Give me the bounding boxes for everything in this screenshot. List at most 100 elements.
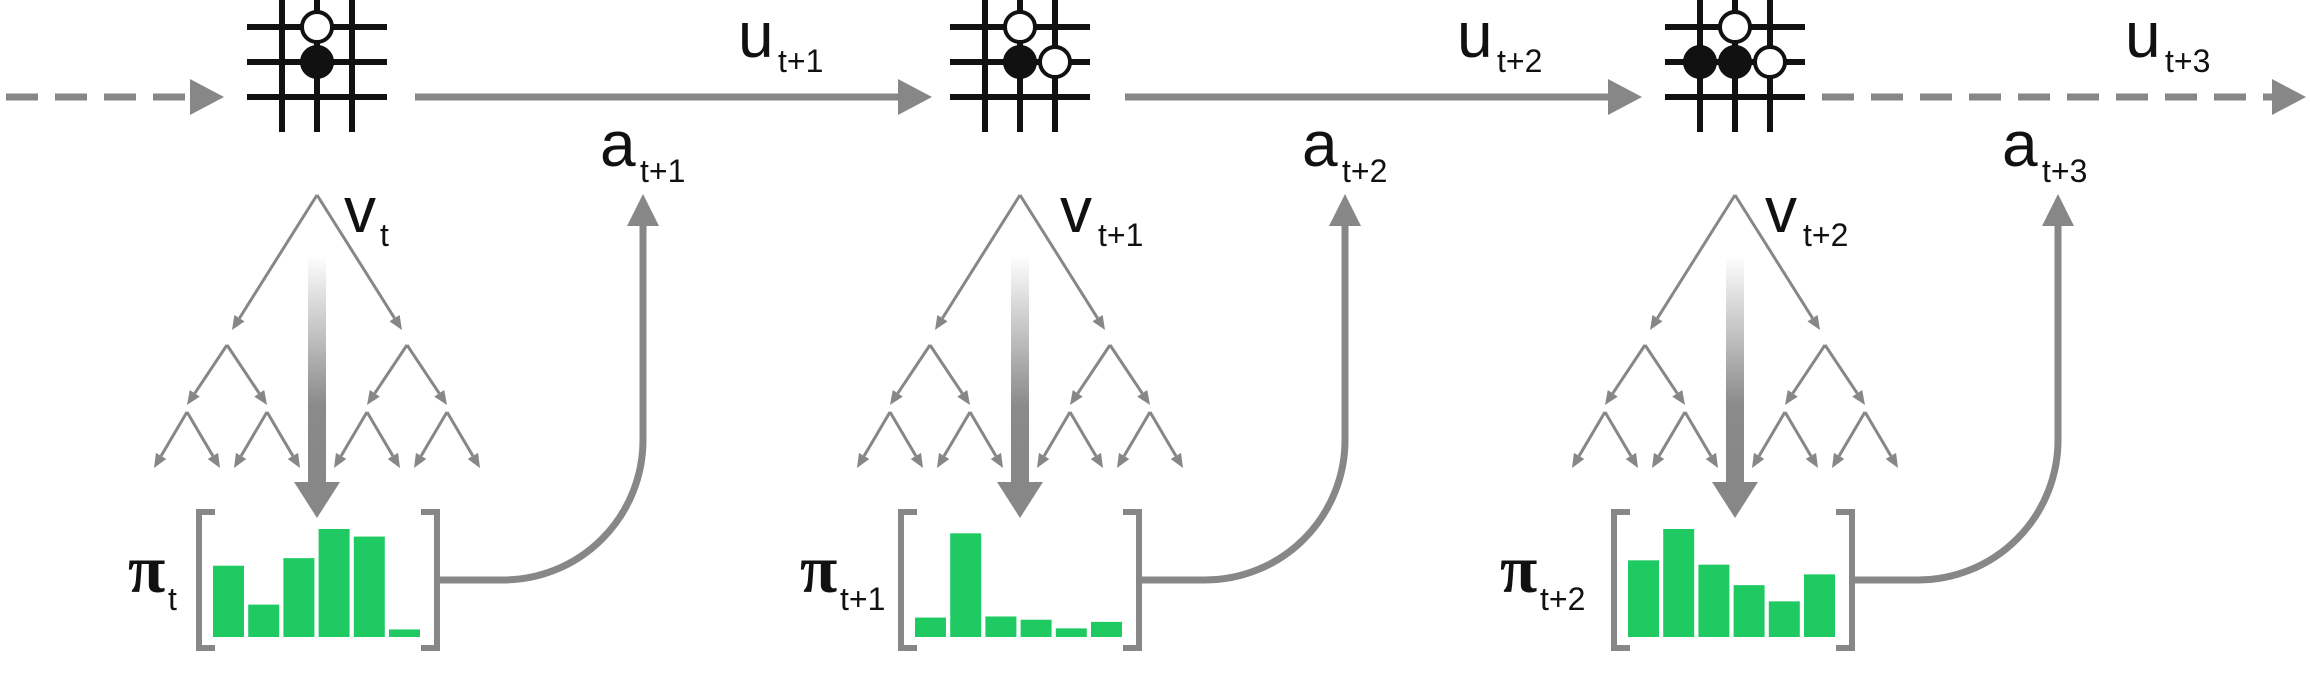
- tree-edge-arrowhead: [1625, 452, 1638, 468]
- tree-edge-arrowhead: [935, 314, 948, 330]
- tree-edge-arrowhead: [1170, 452, 1183, 468]
- transition-label-step-3: u t+3: [2125, 0, 2210, 79]
- tree-edge-arrowhead: [1805, 452, 1818, 468]
- tree-edge-arrowhead: [1785, 390, 1798, 405]
- value-subscript: t: [380, 217, 389, 253]
- value-label-step-2: v t+1: [1060, 174, 1143, 253]
- tree-edge-arrowhead: [1572, 452, 1585, 468]
- transition-symbol: u: [2125, 0, 2161, 71]
- policy-bar: [1733, 585, 1765, 637]
- tree-edge: [1657, 411, 1687, 457]
- board-step-3: [1665, 0, 1805, 132]
- tree-edge-arrowhead: [990, 452, 1003, 468]
- tree-edge: [1577, 411, 1607, 457]
- tree-edge: [373, 344, 409, 395]
- tree-edge-arrowhead: [367, 390, 380, 405]
- tree-edge: [419, 411, 449, 457]
- tree-edge-arrowhead: [1852, 390, 1865, 405]
- tree-edge: [1611, 344, 1647, 395]
- tree-edge-arrowhead: [387, 452, 400, 468]
- action-arrowhead: [627, 194, 659, 226]
- tree-edge-arrowhead: [434, 390, 447, 405]
- policy-bracket-right: [421, 509, 440, 651]
- white-stone: [1718, 10, 1752, 44]
- transition-symbol: u: [1457, 0, 1493, 71]
- value-subscript: t+2: [1803, 217, 1848, 253]
- tree-edge: [1863, 411, 1893, 457]
- tree-edge: [365, 411, 395, 457]
- value-label-step-1: v t: [344, 174, 389, 253]
- tree-edge-arrowhead: [1092, 314, 1105, 330]
- tree-edge: [315, 194, 396, 319]
- tree-edge-arrowhead: [1605, 390, 1618, 405]
- action-label-step-3: a t+3: [2002, 108, 2087, 189]
- tree-edge: [1068, 411, 1098, 457]
- tree-edge: [339, 411, 369, 457]
- tree-edge-arrowhead: [1672, 390, 1685, 405]
- search-tree-step-1: [154, 194, 480, 468]
- action-symbol: a: [1302, 108, 1338, 180]
- policy-bar: [389, 629, 420, 637]
- tree-edge-arrowhead: [1090, 452, 1103, 468]
- transition-label-step-2: u t+2: [1457, 0, 1542, 79]
- transition-symbol: u: [738, 0, 774, 71]
- policy-bar: [1091, 621, 1122, 637]
- white-stone: [300, 10, 334, 44]
- action-subscript: t+1: [640, 153, 685, 189]
- policy-bar: [1055, 628, 1087, 637]
- policy-bar: [283, 558, 315, 637]
- value-symbol: v: [344, 174, 376, 246]
- incoming-arrowhead: [190, 79, 224, 115]
- policy-bracket-left: [196, 509, 215, 651]
- policy-label-step-1: π t: [128, 531, 177, 617]
- policy-bracket-left: [1611, 509, 1630, 651]
- tree-edge: [1683, 411, 1713, 457]
- tree-edge: [1018, 194, 1099, 319]
- search-result-arrowhead: [997, 482, 1043, 518]
- step-2: v t+1 π t+1 a t+2 u t+2: [800, 0, 1642, 651]
- policy-label-step-3: π t+2: [1500, 531, 1585, 617]
- search-result-arrow-shaft: [1011, 255, 1029, 487]
- tree-edge: [888, 411, 918, 457]
- tree-edge-arrowhead: [957, 390, 970, 405]
- transition-subscript: t+2: [1497, 43, 1542, 79]
- tree-edge-arrowhead: [232, 314, 245, 330]
- tree-edge-arrowhead: [467, 452, 480, 468]
- black-stone: [1003, 45, 1037, 79]
- step-3: v t+2 π t+2 a t+3 u t+3: [1500, 0, 2306, 651]
- white-stone: [1003, 10, 1037, 44]
- value-label-step-3: v t+2: [1765, 174, 1848, 253]
- policy-bar: [950, 533, 982, 637]
- search-result-arrowhead: [294, 482, 340, 518]
- tree-edge: [1757, 411, 1787, 457]
- search-result-arrowhead: [1712, 482, 1758, 518]
- white-stone: [1753, 45, 1787, 79]
- tree-edge: [1733, 194, 1814, 319]
- tree-edge-arrowhead: [1652, 452, 1665, 468]
- tree-edge: [968, 411, 998, 457]
- black-stone: [300, 45, 334, 79]
- tree-edge-arrowhead: [910, 452, 923, 468]
- policy-symbol: π: [1500, 531, 1537, 607]
- policy-label-step-2: π t+1: [800, 531, 885, 617]
- action-selection-arrow: [437, 220, 647, 584]
- action-symbol: a: [2002, 108, 2038, 180]
- transition-arrowhead: [1608, 79, 1642, 115]
- tree-edge-arrowhead: [1650, 314, 1663, 330]
- policy-subscript: t: [168, 581, 177, 617]
- policy-bar: [353, 536, 385, 637]
- tree-edge: [1122, 411, 1152, 457]
- action-subscript: t+3: [2042, 153, 2087, 189]
- tree-edge: [928, 344, 964, 395]
- tree-edge-arrowhead: [1832, 452, 1845, 468]
- tree-edge-arrowhead: [1117, 452, 1130, 468]
- action-selection-arrow: [1852, 220, 2062, 584]
- tree-edge-arrowhead: [857, 452, 870, 468]
- tree-edge-arrowhead: [334, 452, 347, 468]
- search-result-arrow-shaft: [1726, 255, 1744, 487]
- tree-edge: [941, 194, 1022, 319]
- tree-edge-arrowhead: [1705, 452, 1718, 468]
- tree-edge: [896, 344, 932, 395]
- tree-edge: [942, 411, 972, 457]
